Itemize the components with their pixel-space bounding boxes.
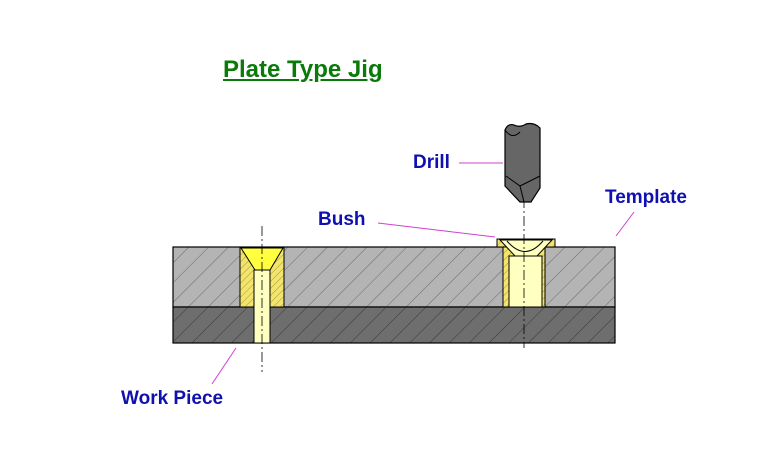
drill-bit	[504, 122, 541, 203]
template-leader	[615, 211, 635, 237]
template-plate	[172, 246, 616, 308]
work-piece-label: Work Piece	[121, 388, 224, 409]
page-title: Plate Type Jig	[223, 56, 383, 83]
bush-leader	[377, 222, 496, 238]
work-piece-plate	[172, 306, 616, 344]
work-piece-leader	[211, 347, 237, 385]
bush-label: Bush	[318, 209, 366, 230]
drill-label: Drill	[413, 152, 450, 173]
template-label: Template	[605, 187, 688, 208]
